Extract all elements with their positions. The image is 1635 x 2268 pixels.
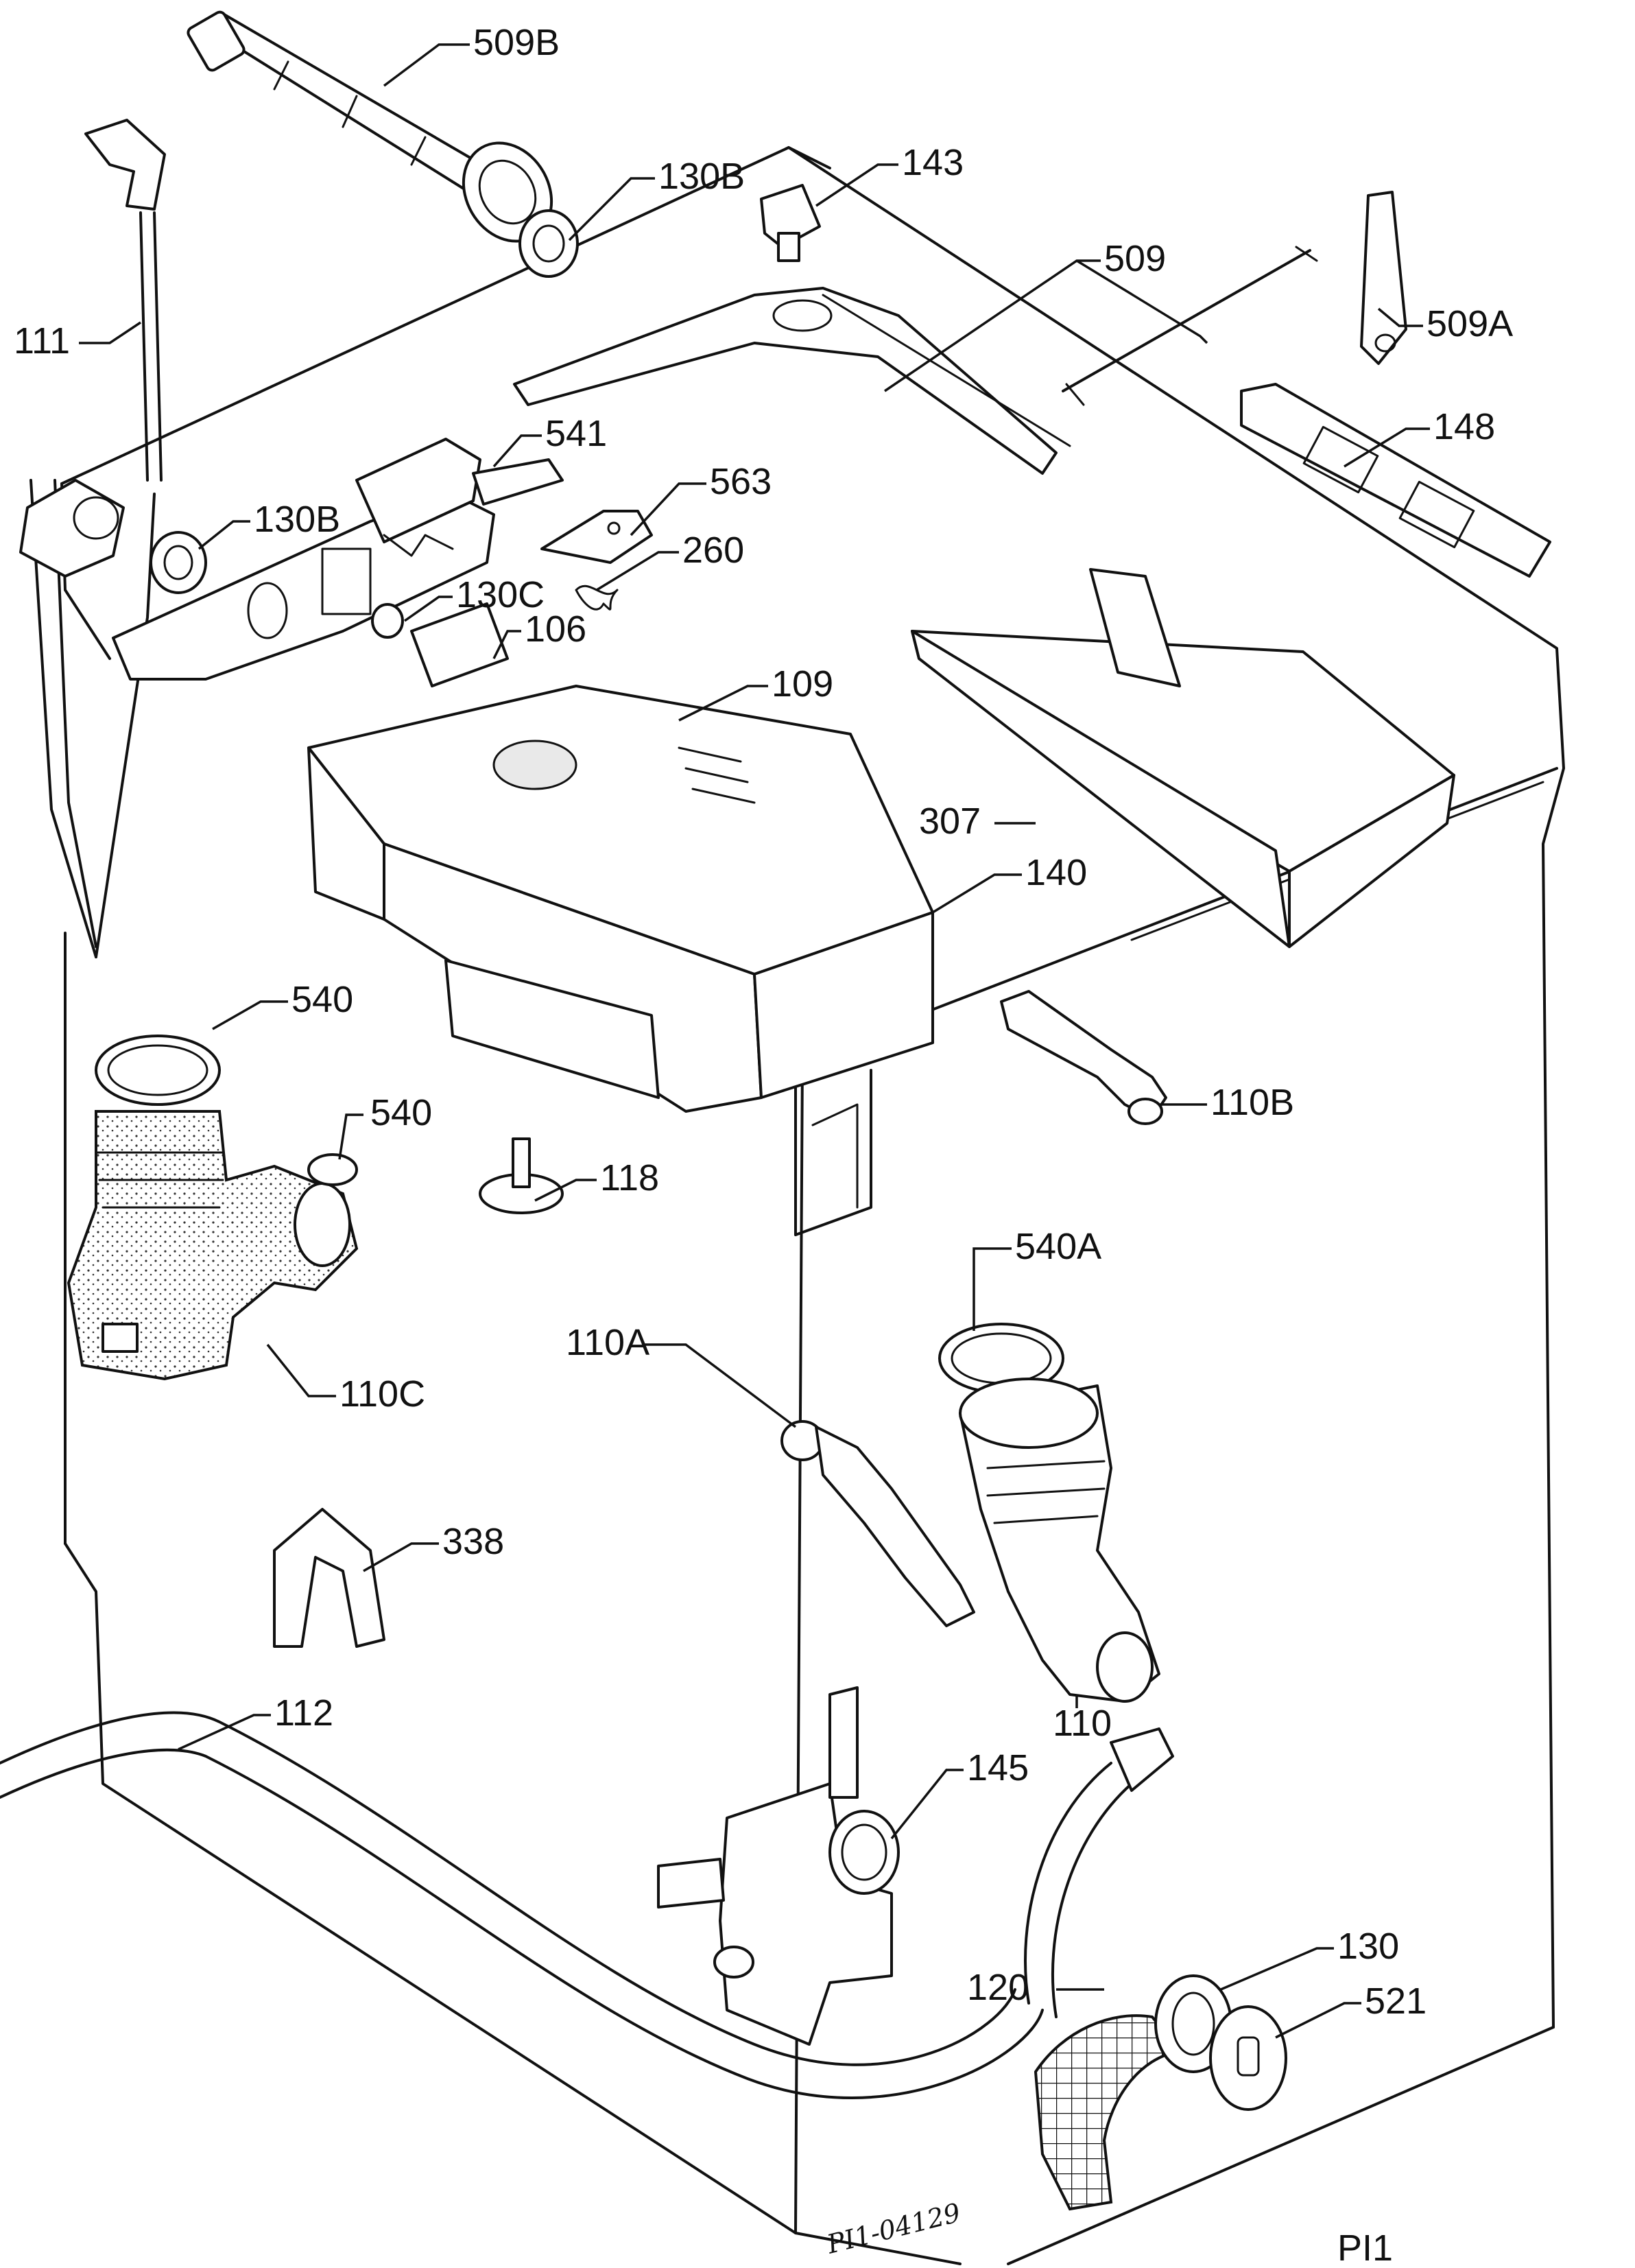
part-260-spring: [575, 584, 619, 611]
part-307-drawer: [911, 568, 1455, 948]
label-521: 521: [1365, 1981, 1427, 2022]
label-111: 111: [14, 320, 70, 362]
part-509-rod: [1062, 246, 1318, 406]
label-540-top: 540: [291, 979, 353, 1020]
part-143-knob: [760, 184, 821, 262]
label-112: 112: [274, 1692, 333, 1734]
label-509b: 509B: [473, 22, 560, 63]
part-111-inlet-hose: [19, 119, 166, 958]
label-148: 148: [1433, 406, 1495, 447]
reference-labels: 509B 130B 143 509 509A 111 541 148 563 1…: [14, 22, 1513, 2022]
part-110-sump-hose: [959, 1378, 1160, 1703]
part-130b-nut-top: [518, 209, 579, 278]
part-338-hose-guide: [273, 1508, 385, 1648]
part-509a-link: [1360, 191, 1407, 365]
label-307: 307: [919, 801, 981, 842]
part-110b-small-hose: [1000, 990, 1167, 1125]
label-130: 130: [1337, 1926, 1399, 1967]
label-338: 338: [442, 1521, 504, 1562]
part-148-grip: [1240, 383, 1551, 578]
label-140: 140: [1025, 852, 1087, 893]
label-563: 563: [710, 461, 772, 502]
label-110a: 110A: [566, 1322, 649, 1363]
part-541-valve-block: [112, 438, 564, 681]
label-509: 509: [1104, 238, 1166, 279]
label-130c: 130C: [456, 574, 545, 615]
part-509-lever: [513, 287, 1071, 475]
label-143: 143: [902, 142, 964, 183]
part-106-clip: [371, 602, 509, 687]
leader-lines: [79, 43, 1430, 2039]
label-541: 541: [545, 413, 607, 454]
part-118-nozzle: [479, 1137, 564, 1214]
label-130b-top: 130B: [658, 156, 745, 197]
part-509b-inlet-pipe: [187, 10, 553, 243]
label-540-mid: 540: [370, 1092, 432, 1133]
part-145-drain-pump: [657, 1686, 900, 2046]
label-509a: 509A: [1427, 303, 1513, 344]
part-110c-sump-boot: [67, 1110, 359, 1381]
label-110c: 110C: [339, 1373, 425, 1415]
part-109-dispenser-housing: [307, 685, 934, 1113]
label-110: 110: [1053, 1703, 1112, 1744]
part-130b-nut-left: [150, 531, 207, 594]
label-110b: 110B: [1210, 1082, 1294, 1123]
label-109: 109: [772, 663, 833, 705]
part-563-flap: [540, 510, 653, 564]
label-120: 120: [967, 1967, 1029, 2008]
part-540-clamp-top: [95, 1035, 221, 1106]
part-521-cap: [1209, 2005, 1287, 2111]
label-106: 106: [525, 609, 586, 650]
footer: PI1-04129 PI1: [824, 2197, 1394, 2268]
label-540a: 540A: [1015, 1226, 1101, 1267]
label-130b-left: 130B: [254, 499, 340, 540]
part-112-drain-hose: [0, 1711, 1174, 2099]
part-110a-hose: [780, 1420, 975, 1627]
label-260: 260: [682, 530, 744, 571]
label-118: 118: [600, 1157, 659, 1198]
label-145: 145: [967, 1747, 1029, 1788]
page-ref: PI1: [1337, 2228, 1393, 2268]
part-540-clamp-mid: [307, 1153, 358, 1186]
